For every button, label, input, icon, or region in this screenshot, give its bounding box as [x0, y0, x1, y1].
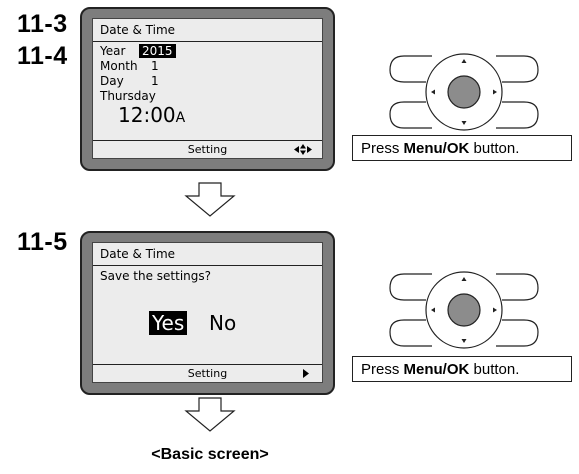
- basic-screen-label: <Basic screen>: [151, 446, 269, 463]
- step-number-11-4: 11-4: [17, 42, 68, 70]
- four-way-arrows-icon: [294, 144, 312, 155]
- caption-button-name: Menu/OK: [403, 361, 470, 378]
- year-label: Year: [100, 44, 126, 58]
- lcd-panel-save-confirm: Date & Time Save the settings? Yes No Se…: [80, 231, 335, 395]
- lcd-panel-date-time: Date & Time Year 2015 Month 1 Day 1 Thur…: [80, 7, 335, 171]
- step-number-11-5: 11-5: [17, 228, 68, 256]
- caption-suffix: button.: [469, 140, 520, 157]
- down-arrow-icon: [184, 397, 236, 432]
- clock-time-value: 12:00: [118, 103, 176, 127]
- clock-ampm: A: [175, 110, 186, 126]
- screen-title: Date & Time: [100, 23, 176, 37]
- caption-prefix: Press: [361, 361, 404, 378]
- screen-footer: Setting: [93, 140, 322, 158]
- lcd-screen: Date & Time Year 2015 Month 1 Day 1 Thur…: [92, 18, 323, 159]
- step-number-11-3: 11-3: [17, 10, 68, 38]
- yes-option-selected: Yes: [149, 311, 188, 335]
- weekday-label: Thursday: [100, 89, 156, 103]
- day-label: Day: [100, 74, 124, 88]
- caption-prefix: Press: [361, 140, 404, 157]
- month-value: 1: [151, 59, 159, 73]
- control-pad-icon: [389, 271, 539, 349]
- footer-label: Setting: [187, 143, 228, 156]
- lcd-screen: Date & Time Save the settings? Yes No Se…: [92, 242, 323, 383]
- caption-button-name: Menu/OK: [403, 140, 470, 157]
- day-value: 1: [151, 74, 159, 88]
- year-value-selected: 2015: [139, 44, 176, 58]
- no-option: No: [209, 311, 237, 335]
- clock-time: 12:00A: [118, 103, 185, 127]
- screen-title: Date & Time: [100, 247, 176, 261]
- down-arrow-icon: [184, 182, 236, 217]
- save-prompt: Save the settings?: [100, 269, 211, 283]
- screen-footer: Setting: [93, 364, 322, 382]
- instruction-caption: Press Menu/OK button.: [352, 356, 572, 382]
- caption-suffix: button.: [469, 361, 520, 378]
- control-pad-icon: [389, 53, 539, 131]
- footer-label: Setting: [187, 367, 228, 380]
- right-arrow-icon: [303, 369, 309, 378]
- month-label: Month: [100, 59, 138, 73]
- title-divider: [93, 265, 322, 266]
- title-divider: [93, 41, 322, 42]
- instruction-caption: Press Menu/OK button.: [352, 135, 572, 161]
